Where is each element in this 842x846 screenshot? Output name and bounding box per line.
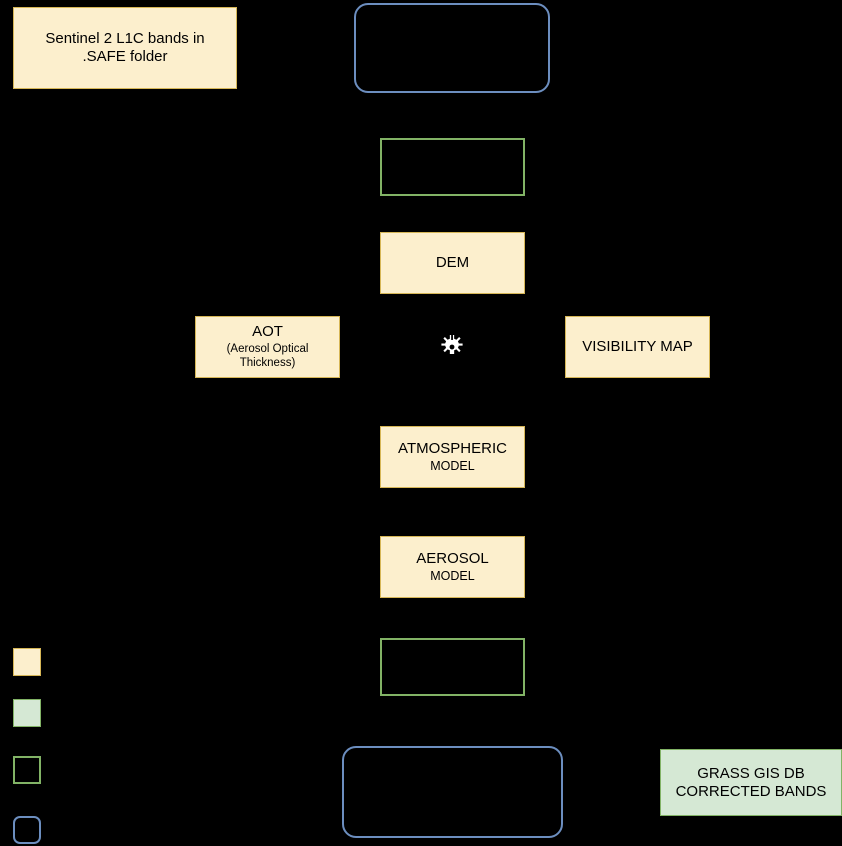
node-green-outline-lower[interactable] xyxy=(380,638,525,696)
node-sentinel-l1c-bands[interactable]: Sentinel 2 L1C bands in .SAFE folder xyxy=(13,7,237,89)
node-title: AOT xyxy=(252,323,283,341)
connector-aot-to-gear xyxy=(340,347,437,348)
node-dem[interactable]: DEM xyxy=(380,232,525,294)
connector-green-output-to-bottom xyxy=(452,696,453,746)
node-subtitle: (Aerosol Optical Thickness) xyxy=(226,342,309,370)
node-atmospheric-model[interactable]: ATMOSPHERIC MODEL xyxy=(380,426,525,488)
connector-atmospheric-to-aerosol xyxy=(452,488,453,536)
node-title: GRASS GIS DB xyxy=(697,764,805,782)
node-title: Sentinel 2 L1C bands in xyxy=(45,30,205,48)
legend-swatch-output-data[interactable] xyxy=(13,699,41,727)
node-subtitle: MODEL xyxy=(430,459,475,474)
node-title: DEM xyxy=(435,254,470,272)
node-title: ATMOSPHERIC xyxy=(398,439,507,457)
connector-preprocess-to-dem xyxy=(452,196,453,232)
node-bottom-rounded-blue[interactable] xyxy=(342,746,563,838)
connector-gear-to-visibility-map xyxy=(467,347,565,348)
node-aot[interactable]: AOT (Aerosol Optical Thickness) xyxy=(195,316,340,378)
node-grass-gis-db[interactable]: GRASS GIS DB CORRECTED BANDS xyxy=(660,749,842,816)
legend-swatch-input-data[interactable] xyxy=(13,648,41,676)
connector-aerosol-to-green-output xyxy=(452,598,453,638)
connector-dem-to-gear xyxy=(452,294,453,332)
gear-icon xyxy=(437,332,467,362)
node-top-rounded-blue[interactable] xyxy=(354,3,550,93)
connector-l1c-to-acquisition xyxy=(237,47,354,48)
node-subtitle: MODEL xyxy=(430,569,475,584)
node-title: VISIBILITY MAP xyxy=(582,338,693,356)
node-title: AEROSOL xyxy=(416,549,489,567)
connector-gear-to-atmospheric-model xyxy=(452,362,453,426)
connector-bottom-to-grass-db xyxy=(563,792,660,793)
node-subtitle: CORRECTED BANDS xyxy=(675,782,827,800)
legend-swatch-process[interactable] xyxy=(13,816,41,844)
node-aerosol-model[interactable]: AEROSOL MODEL xyxy=(380,536,525,598)
connector-acquisition-to-preprocess xyxy=(452,93,453,138)
legend-swatch-intermediate[interactable] xyxy=(13,756,41,784)
node-visibility-map[interactable]: VISIBILITY MAP xyxy=(565,316,710,378)
node-green-outline-upper[interactable] xyxy=(380,138,525,196)
node-subtitle: .SAFE folder xyxy=(82,48,168,65)
